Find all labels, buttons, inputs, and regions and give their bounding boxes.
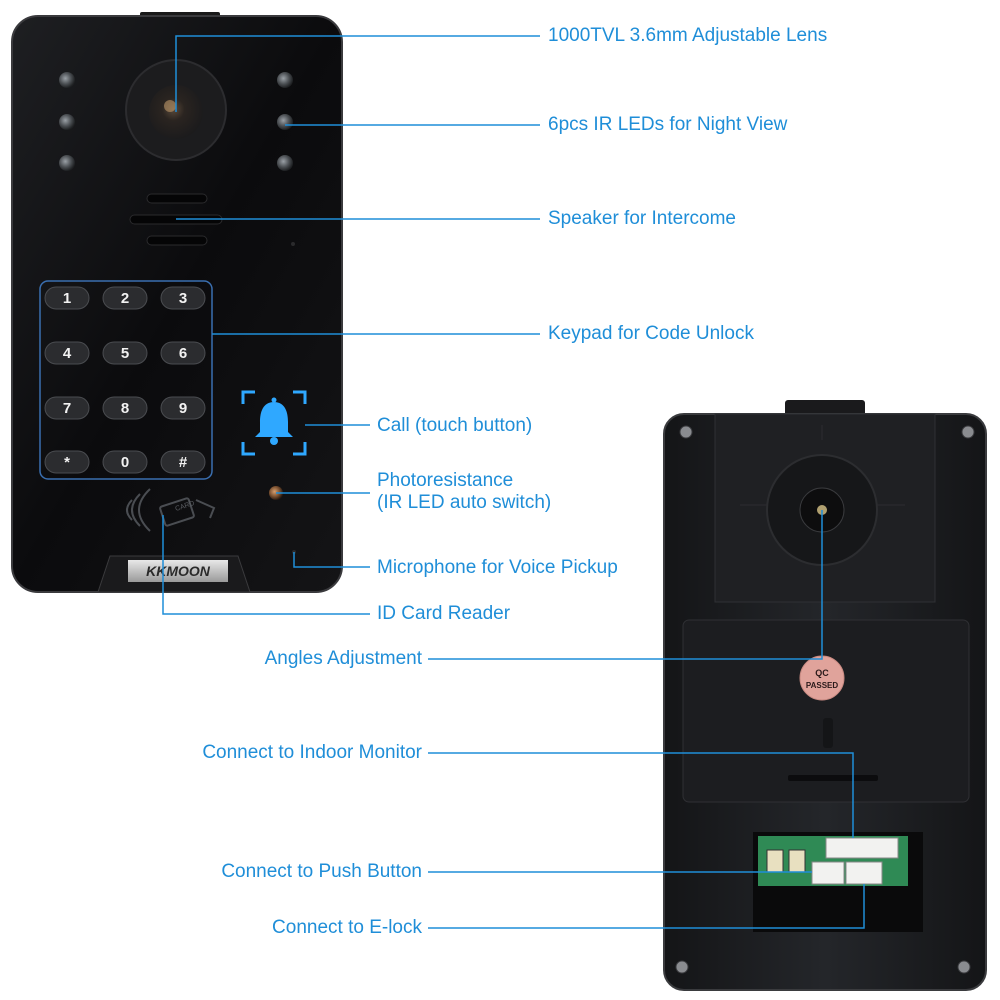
leader-lines	[162, 35, 865, 929]
keypad-key-cap[interactable]	[102, 286, 148, 310]
brand-logo: KKMOON	[146, 563, 211, 579]
keypad-key-cap[interactable]	[160, 286, 206, 310]
cover-slot	[788, 775, 878, 781]
ir-led-icon	[277, 72, 293, 88]
call-button-frame	[241, 390, 307, 456]
keypad-key-cap[interactable]	[160, 341, 206, 365]
qc-sticker-line2: PASSED	[806, 681, 839, 690]
ir-led-icon	[277, 114, 293, 130]
qc-sticker	[799, 655, 845, 701]
keypad: 1 2 3 4 5 6 7 8 9 * 0 #	[44, 286, 206, 474]
back-cover-plate	[682, 619, 970, 803]
call-button[interactable]	[241, 390, 307, 456]
callout-speaker: Speaker for Intercome	[548, 208, 736, 229]
keypad-key-cap[interactable]	[102, 450, 148, 474]
keypad-key[interactable]: 7	[44, 396, 90, 420]
callout-indoor-monitor: Connect to Indoor Monitor	[202, 742, 422, 763]
keypad-key-cap[interactable]	[44, 450, 90, 474]
keypad-key-cap[interactable]	[160, 450, 206, 474]
keypad-key[interactable]: #	[160, 450, 206, 474]
screw-icon	[679, 425, 693, 439]
keypad-key-label: 8	[121, 400, 129, 417]
keypad-key[interactable]: 4	[44, 341, 90, 365]
keypad-key[interactable]: 6	[160, 341, 206, 365]
keypad-key-label: 6	[179, 345, 187, 362]
screw-group	[675, 425, 975, 974]
indoor-monitor-connector	[825, 837, 899, 859]
keypad-key[interactable]: 5	[102, 341, 148, 365]
keypad-key-label: 5	[121, 345, 129, 362]
callout-call: Call (touch button)	[377, 415, 533, 436]
keypad-key-cap[interactable]	[160, 396, 206, 420]
keypad-key-label: 9	[179, 400, 187, 417]
keypad-key[interactable]: 0	[102, 450, 148, 474]
qc-sticker-line1: QC	[815, 668, 829, 678]
keypad-key[interactable]: 8	[102, 396, 148, 420]
leader-id-card	[162, 515, 370, 615]
screw-icon	[961, 425, 975, 439]
callout-elock: Connect to E-lock	[272, 917, 422, 938]
ir-led-icon	[59, 72, 75, 88]
callout-keypad: Keypad for Code Unlock	[548, 323, 754, 344]
keypad-key-label: 3	[179, 290, 187, 307]
keypad-key-cap[interactable]	[44, 396, 90, 420]
callout-microphone: Microphone for Voice Pickup	[377, 557, 618, 578]
screw-icon	[675, 960, 689, 974]
leader-lens	[175, 35, 540, 112]
keypad-key-label: 7	[63, 400, 71, 417]
lens-reflection	[164, 100, 176, 112]
keypad-key-label: 1	[63, 290, 71, 307]
keypad-key[interactable]: 1	[44, 286, 90, 310]
keypad-key[interactable]: 2	[102, 286, 148, 310]
bell-icon	[255, 397, 293, 445]
keypad-key-cap[interactable]	[44, 341, 90, 365]
keypad-key-label: 2	[121, 290, 129, 307]
callout-lens: 1000TVL 3.6mm Adjustable Lens	[548, 25, 828, 46]
keypad-key-label: 0	[121, 454, 129, 471]
callout-angles: Angles Adjustment	[264, 648, 422, 669]
ir-led-icon	[277, 155, 293, 171]
back-panel: QC PASSED	[663, 400, 987, 991]
screw-dot	[291, 242, 295, 246]
elock-connector	[845, 861, 883, 885]
pcb-component	[766, 849, 784, 873]
keypad-key-label: *	[64, 454, 70, 471]
keypad-key-label: #	[179, 454, 188, 471]
keypad-key-label: 4	[63, 345, 72, 362]
pcb-component	[788, 849, 806, 873]
keypad-key-cap[interactable]	[44, 286, 90, 310]
card-reader-icon	[126, 488, 216, 532]
logo-badge	[128, 560, 228, 582]
keypad-key-cap[interactable]	[102, 341, 148, 365]
leader-angles	[428, 510, 823, 660]
screw-icon	[957, 960, 971, 974]
callout-ir-leds: 6pcs IR LEDs for Night View	[548, 114, 788, 135]
keypad-key-cap[interactable]	[102, 396, 148, 420]
cover-latch	[823, 718, 833, 748]
ir-led-icon	[59, 114, 75, 130]
speaker-slot	[146, 235, 208, 246]
callout-photoresistance-line1: Photoresistance	[377, 470, 514, 491]
keypad-key[interactable]: *	[44, 450, 90, 474]
keypad-key[interactable]: 3	[160, 286, 206, 310]
leader-microphone	[293, 552, 370, 568]
callout-photoresistance-line2: (IR LED auto switch)	[377, 492, 552, 513]
callout-push-button: Connect to Push Button	[221, 861, 422, 882]
callout-id-card: ID Card Reader	[377, 603, 511, 624]
ir-led-group	[59, 72, 293, 171]
leader-elock	[428, 884, 865, 929]
keypad-frame	[39, 280, 213, 480]
leader-indoor-monitor	[428, 752, 854, 838]
keypad-key[interactable]: 9	[160, 396, 206, 420]
push-button-connector	[811, 861, 845, 885]
speaker-slot	[146, 193, 208, 204]
ir-led-icon	[59, 155, 75, 171]
